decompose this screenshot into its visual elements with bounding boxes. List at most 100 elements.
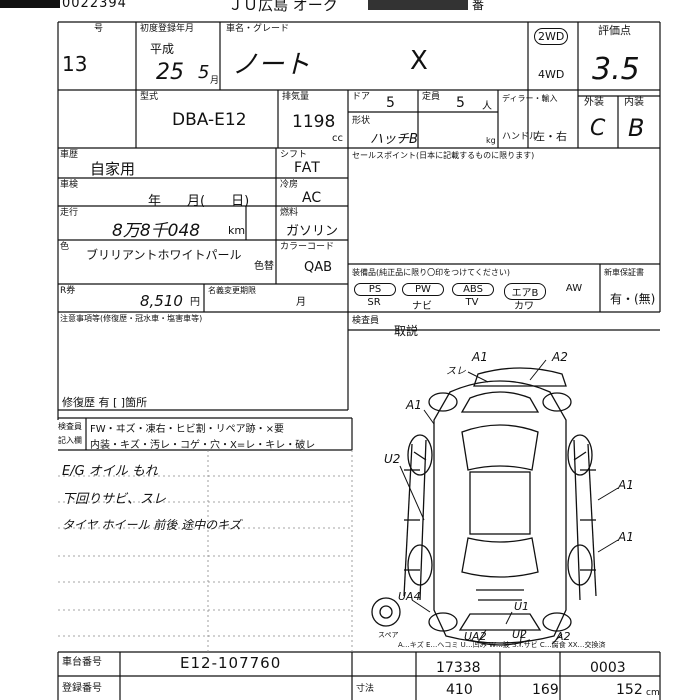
damage-mark-scuff: スレ [446,366,466,377]
interior-label: 内装 [624,97,644,108]
equipment-pw: PW [402,283,444,296]
size-height: 152 [616,682,643,698]
doors-label: ドア [352,92,371,102]
model-code: DBA-E12 [172,110,247,130]
damage-mark-ua4: UA4 [398,590,421,603]
color-value: ブリリアントホワイトパール [86,248,242,262]
capacity-unit: 人 [482,101,492,112]
reference-value-2: 0003 [590,660,626,676]
color-label: 色 [60,242,70,252]
registration-era: 平成 [150,42,175,56]
inspector-label: 検査員 [352,316,380,326]
shift-value: FAT [294,160,321,176]
equipment-sr: SR [367,297,381,308]
size-unit: cm [646,688,660,698]
inspector-note: 取説 [394,324,419,338]
spare-tire-label: スペア [378,631,399,639]
size-width: 169 [532,682,559,698]
mileage-label: 走行 [60,208,79,218]
warranty-label: 新車保証書 [604,268,644,277]
exterior-score: C [590,116,606,141]
auction-number-label: 番 [472,0,485,12]
purpose-value: 自家用 [90,160,136,178]
doors-value: 5 [386,95,395,111]
equipment-tv: TV [465,297,479,308]
shape-value: ハッチB [370,132,418,147]
displacement-unit: cc [332,133,343,144]
chassis-number: E12-107760 [180,654,282,672]
damage-mark-a1-left-front: A1 [406,398,422,412]
equipment-navi: ナビ [412,301,432,312]
handwritten-note-3: タイヤ ホイール 前後 途中のキズ [62,518,242,532]
handle-label: ハンドル [502,132,539,142]
lot-label: 号 [94,24,104,34]
damage-mark-ua2: UA2 [464,630,487,643]
car-grade: X [410,46,428,76]
size-label: 寸法 [356,684,375,694]
shift-label: シフト [280,150,308,160]
dealer-label: ディラー・輸入 [502,94,558,103]
damage-mark-u2-rear: U2 [512,628,528,641]
legend-line-1: FW・ヰズ・凍右・ヒビ割・リペア跡・×要 [90,424,285,435]
name-change-label: 名義変更期限 [208,286,256,295]
interior-score: B [628,114,645,142]
mileage-unit: km [228,224,246,237]
handwritten-note-2: 下回りサビ、スレ [62,492,167,507]
exterior-label: 外装 [584,97,604,108]
serial-number: 0022394 [62,0,127,11]
lot-number: 13 [62,52,88,76]
model-label: 型式 [140,92,159,102]
legend-record-label: 記入欄 [58,436,82,445]
reference-value-1: 17338 [436,660,481,676]
recycle-label: R券 [60,286,76,296]
capacity-label: 定員 [422,92,441,102]
fuel-label: 燃料 [280,208,299,218]
venue-name: ＪＵ広島 オーク [228,0,338,14]
capacity-value: 5 [456,95,465,111]
damage-mark-a1-right: A1 [618,478,634,492]
equipment-ps: PS [354,283,396,296]
damage-mark-a2-rear: A2 [556,630,571,643]
damage-mark-u2-left: U2 [384,452,401,466]
color-code: QAB [304,260,333,275]
car-name-label: 車名・グレード [226,24,290,34]
recycle-value: 8,510 [140,292,183,310]
damage-code-legend: A…キズ E…ヘコミ U…凹み W…波 S…サビ C…腐食 XX…交換済 [398,641,606,649]
fuel-value: ガソリン [286,224,339,239]
equipment-airbag: エアB [504,283,546,300]
registration-month: 5 [198,62,210,83]
handwritten-note-1: E/G オイル もれ [62,464,158,479]
recycle-unit: 円 [190,297,200,308]
size-length: 410 [446,682,473,698]
warranty-value: 有・(無) [610,292,656,306]
equipment-aw: AW [565,283,583,294]
damage-mark-a1-right-rear: A1 [618,530,634,544]
name-change-month: 月 [296,297,306,308]
ac-value: AC [302,190,322,206]
drive-4wd: 4WD [538,68,565,81]
registration-number-label: 登録番号 [62,683,102,694]
legend-check-label: 検査員 [58,422,82,431]
month-unit: 月 [210,76,220,86]
inspection-label: 車検 [60,180,79,190]
inspection-value: 年 月( 日) [148,194,250,209]
car-name: ノート [232,50,311,80]
score-label: 評価点 [598,24,631,37]
purpose-label: 車歴 [60,150,79,160]
notes-label: 注意事項等(修復歴・冠水車・塩害車等) [60,314,203,323]
kg-unit: kg [486,136,496,145]
registration-label: 初度登録年月 [140,24,195,34]
color-code-label: カラーコード [280,242,335,252]
drive-2wd-selected: 2WD [534,28,569,45]
score-value: 3.5 [592,52,640,87]
damage-mark-a1-front: A1 [472,350,488,364]
mileage-value: 8万8千048 [112,221,201,241]
equipment-abs: ABS [452,283,494,296]
handle-value: 左・右 [534,130,567,143]
ac-label: 冷房 [280,180,299,190]
chassis-label: 車台番号 [62,657,102,668]
repair-history: 修復歴 有 [ ]箇所 [62,396,148,409]
damage-mark-u1: U1 [514,600,530,613]
